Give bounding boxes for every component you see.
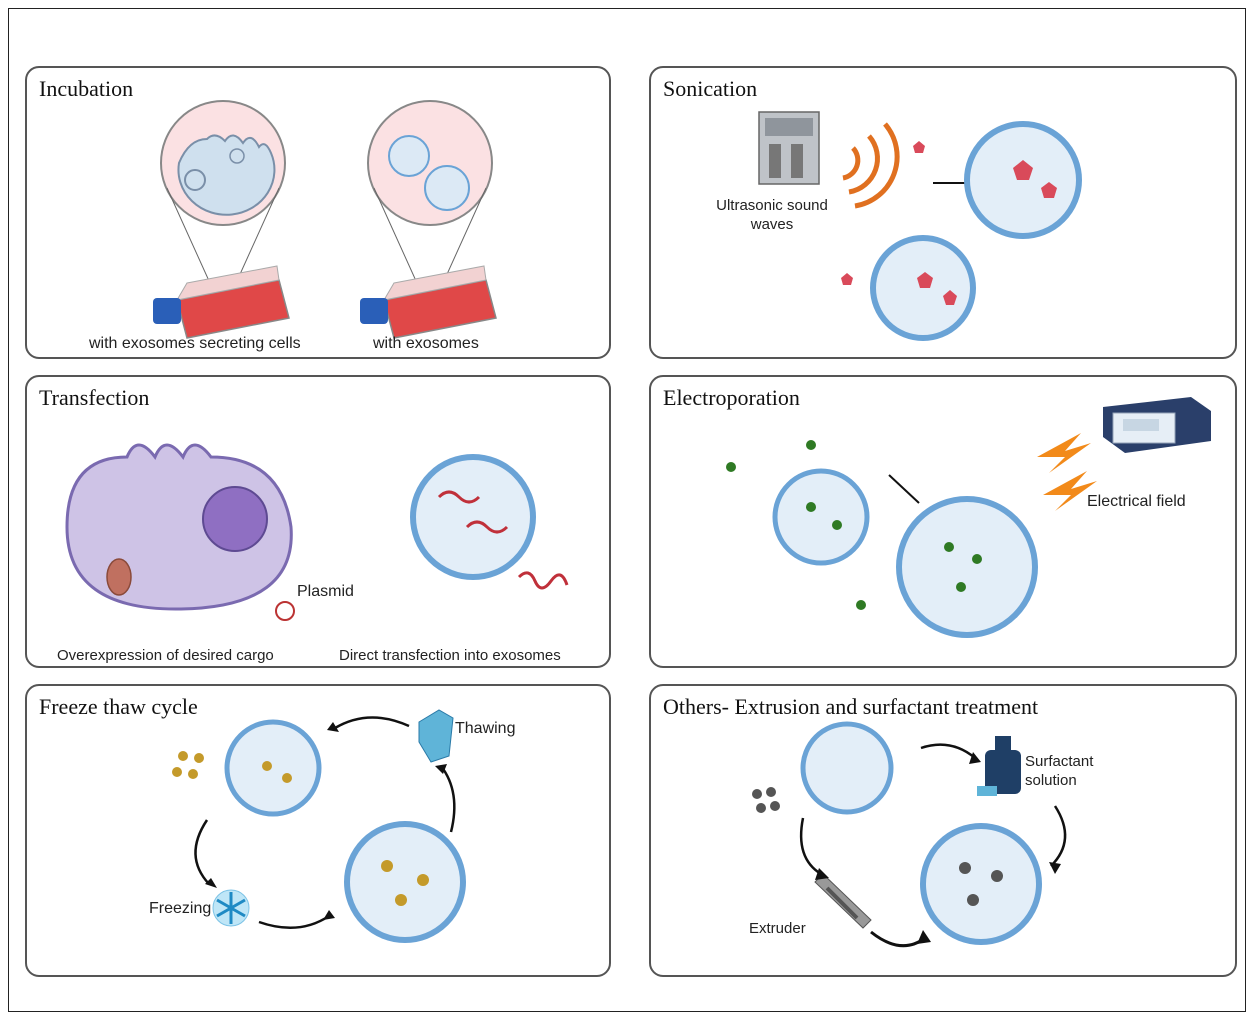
label-secreting-cells: with exosomes secreting cells	[89, 335, 301, 352]
exosome	[870, 235, 976, 341]
label-with-exosomes: with exosomes	[373, 335, 479, 352]
cargo	[841, 273, 853, 285]
label-surfactant-line-1: Surfactant	[1025, 753, 1094, 770]
freeze-thaw-illustration	[172, 709, 466, 943]
surfactant-bottle-icon	[977, 736, 1021, 796]
label-surfactant-line-2: solution	[1025, 772, 1077, 789]
sonicator-device	[758, 111, 820, 185]
culture-flask	[360, 265, 497, 339]
arrow-exosome-to-surfactant	[920, 743, 981, 764]
nucleus	[202, 486, 268, 552]
plasmid	[275, 601, 295, 621]
panel-transfection: Transfection Plasmid Overexpression of d…	[25, 375, 611, 668]
panel-title: Freeze thaw cycle	[39, 694, 198, 719]
panel-title: Sonication	[663, 76, 758, 101]
label-freezing: Freezing	[149, 900, 212, 917]
cargo	[726, 462, 736, 472]
arrow-freeze-to-exosome	[258, 910, 335, 929]
others-illustration	[752, 721, 1067, 948]
rna-strand	[517, 571, 569, 590]
label-extruder: Extruder	[749, 920, 806, 937]
mitochondrion	[106, 558, 132, 596]
exosome	[388, 135, 430, 177]
cargo	[806, 440, 816, 450]
cargo-cluster	[752, 787, 780, 813]
exosome	[410, 454, 536, 580]
panel-others: Others- Extrusion and surfactant treatme…	[649, 684, 1237, 977]
snowflake-icon	[212, 889, 250, 927]
panel-title: Electroporation	[663, 385, 800, 410]
arrow-exosome-to-freeze	[194, 819, 217, 888]
label-plasmid: Plasmid	[297, 583, 354, 600]
exosome	[920, 823, 1042, 945]
panel-title: Incubation	[39, 76, 134, 101]
exosome	[424, 165, 470, 211]
panel-incubation: Incubation	[25, 66, 611, 359]
exosome	[224, 719, 322, 817]
arrow-exosome-to-extruder	[799, 817, 829, 880]
sonication-illustration	[758, 111, 1082, 341]
label-surfactant: Surfactant solution	[1025, 752, 1093, 790]
arrow-thaw-to-exosome	[327, 716, 410, 732]
entry-arrow	[888, 474, 920, 504]
arrow-extruder-to-exosome	[870, 930, 931, 948]
extruder-icon	[814, 873, 872, 929]
figure-frame: Incubation	[8, 8, 1246, 1012]
exosome	[344, 821, 466, 943]
electroporation-illustration	[726, 397, 1211, 638]
incubation-illustration	[153, 100, 497, 339]
panel-electroporation: Electroporation	[649, 375, 1237, 668]
lightning-icon	[1037, 433, 1097, 511]
panel-title: Transfection	[39, 385, 150, 410]
vesicle	[229, 148, 245, 164]
label-electrical-field: Electrical field	[1087, 493, 1186, 510]
exosome	[964, 121, 1082, 239]
transfection-illustration	[65, 443, 569, 621]
arrow-surfactant-to-exosome	[1049, 805, 1067, 874]
exosome	[800, 721, 894, 815]
ice-crystal-icon	[418, 709, 454, 763]
sound-waves-icon	[842, 122, 900, 209]
label-direct-transfection: Direct transfection into exosomes	[339, 647, 561, 664]
exosome	[772, 468, 870, 566]
panel-sonication: Sonication	[649, 66, 1237, 359]
exosome	[896, 496, 1038, 638]
label-overexpression: Overexpression of desired cargo	[57, 647, 274, 664]
label-thawing: Thawing	[455, 720, 516, 737]
secreting-cell	[177, 134, 276, 216]
vesicle	[184, 169, 206, 191]
panel-title: Others- Extrusion and surfactant treatme…	[663, 694, 1039, 719]
culture-flask	[153, 265, 290, 339]
panel-freeze-thaw: Freeze thaw cycle	[25, 684, 611, 977]
label-ultrasonic-waves: Ultrasonic sound waves	[716, 197, 828, 233]
electroporator-device	[1103, 397, 1211, 453]
magnified-exosome-view	[367, 100, 493, 226]
cargo	[913, 141, 925, 153]
arrow-exosome-to-thaw	[435, 764, 456, 833]
cargo-cluster	[172, 751, 204, 779]
cargo	[856, 600, 866, 610]
